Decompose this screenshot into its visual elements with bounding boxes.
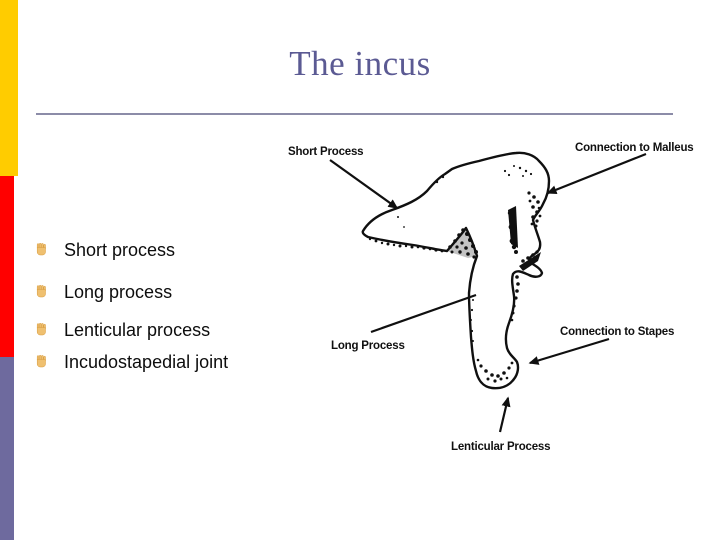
connection-to-stapes-arrow: [528, 337, 610, 365]
short-process-arrow: [329, 159, 399, 209]
long-process-arrow: [370, 293, 477, 334]
title-divider-line: [36, 113, 673, 115]
connection-to-stapes-label: Connection to Stapes: [560, 326, 674, 338]
incus-diagram: Short Process Connection to Malleus Long…: [260, 125, 720, 460]
left-accent-bar-slate: [0, 357, 14, 540]
lenticular-process-label: Lenticular Process: [451, 441, 550, 453]
hand-bullet-icon: [36, 242, 47, 256]
left-accent-bar-yellow: [0, 0, 18, 176]
list-item: Incudostapedial joint: [36, 352, 316, 374]
left-accent-bar-red: [0, 176, 14, 357]
list-item: Lenticular process: [36, 320, 316, 342]
bullet-item-label: Long process: [64, 282, 173, 302]
short-process-label: Short Process: [288, 146, 363, 158]
slide-title: The incus: [289, 44, 431, 83]
lenticular-process-arrow: [498, 396, 511, 433]
bullet-item-label: Short process: [64, 240, 176, 260]
list-item: Long process: [36, 282, 316, 304]
connection-to-malleus-arrow: [546, 152, 647, 195]
hand-bullet-icon: [36, 284, 47, 298]
hand-bullet-icon: [36, 354, 47, 368]
incus-bone-outline: [361, 151, 551, 390]
bullet-item-label: Incudostapedial joint: [64, 352, 229, 372]
hand-bullet-icon: [36, 322, 47, 336]
list-item: Short process: [36, 240, 316, 262]
bullet-item-label: Lenticular process: [64, 320, 211, 340]
bone-stipple-texture: [368, 165, 542, 383]
long-process-label: Long Process: [331, 340, 405, 352]
connection-to-malleus-label: Connection to Malleus: [575, 142, 693, 154]
